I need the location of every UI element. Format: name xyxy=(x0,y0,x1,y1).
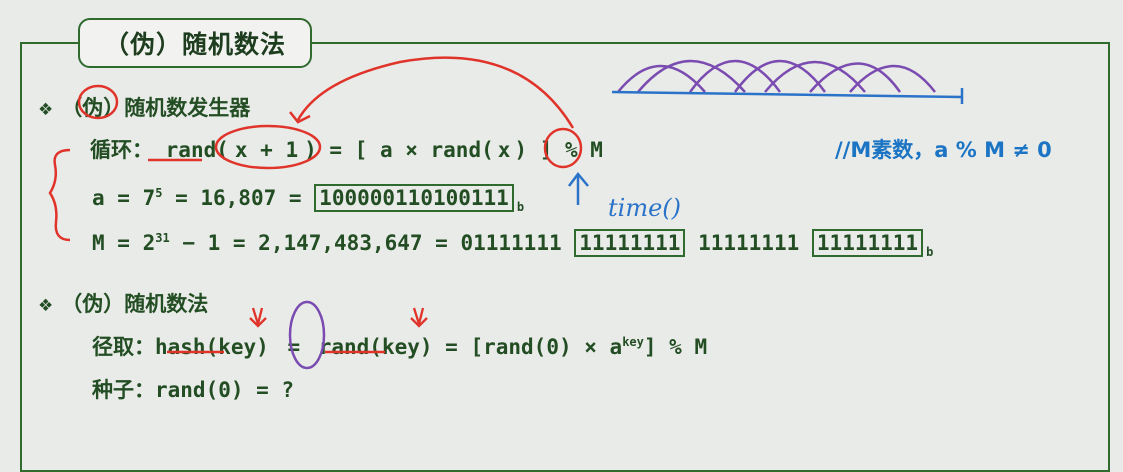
seed-row: 种子：rand(0) = ? xyxy=(92,374,294,404)
seed-label: 种子： xyxy=(92,378,155,402)
slide-title: （伪）随机数法 xyxy=(78,18,312,68)
loop-formula-row: 循环： rand(x + 1) = [ a × rand(x) ] % M xyxy=(90,134,603,164)
purple-ellipse-equals xyxy=(288,300,326,370)
m-byte-3: 11111111 xyxy=(698,231,800,255)
red-arrow-head xyxy=(289,111,311,124)
hash-key: hash(key) xyxy=(155,335,269,359)
seed-formula: rand(0) = ? xyxy=(155,378,295,402)
red-down-arrow-2 xyxy=(410,307,428,328)
loop-formula-x: x xyxy=(497,138,511,162)
blue-baseline xyxy=(611,90,963,99)
m-byte-1: 01111111 xyxy=(460,231,562,255)
take-label: 径取： xyxy=(92,335,155,359)
m-byte-2-box: 11111111 xyxy=(574,229,686,257)
bullet-icon-2: ❖ xyxy=(38,296,54,316)
loop-formula-arg: x + 1 xyxy=(234,138,299,162)
hash-formula-row: 径取：hash(key) = rand(key) = [rand(0) × ak… xyxy=(92,331,707,361)
m-exponent: 31 xyxy=(155,231,170,245)
bullet-icon: ❖ xyxy=(38,100,54,120)
section2-heading-row: ❖ （伪）随机数法 xyxy=(38,288,208,318)
a-binary-suffix: b xyxy=(516,200,525,214)
section1-heading-row: ❖ （伪）随机数发生器 xyxy=(38,92,250,122)
purple-arcs-sketch xyxy=(617,59,936,93)
annotation-layer xyxy=(48,56,964,370)
red-circle-x-plus-1 xyxy=(214,124,322,170)
hash-formula-rest: = [rand(0) × a xyxy=(432,335,623,359)
red-brace xyxy=(48,148,71,242)
prime-comment: //M素数，a % M ≠ 0 xyxy=(835,138,1052,162)
hash-formula-mod: ] % M xyxy=(643,335,708,359)
m-prefix: M = 2 xyxy=(92,231,156,255)
loop-formula-middle: ) = [ a × rand( xyxy=(304,138,494,162)
m-value-row: M = 231 − 1 = 2,147,483,647 = 01111111 1… xyxy=(92,229,933,259)
m-byte-4-box: 11111111 xyxy=(811,229,924,257)
key-exponent: key xyxy=(622,335,644,349)
a-binary-box: 100000110100111 xyxy=(314,184,514,212)
red-circle-x xyxy=(543,127,583,169)
red-down-arrow-1 xyxy=(249,307,267,328)
a-decimal: = 16,807 = xyxy=(162,186,315,210)
red-circle-wei xyxy=(77,84,119,120)
loop-formula-end: ) ] % M xyxy=(514,138,603,162)
m-decimal: − 1 = 2,147,483,647 = xyxy=(169,231,461,255)
a-exponent: 5 xyxy=(155,186,163,200)
red-arrow-arc xyxy=(296,56,575,129)
a-prefix: a = 7 xyxy=(92,186,156,210)
rand-key: rand(key) xyxy=(318,335,433,359)
blue-arrow-head xyxy=(568,171,589,187)
loop-label: 循环： xyxy=(90,138,153,162)
section1-heading: （伪）随机数发生器 xyxy=(61,96,251,120)
time-annotation: time() xyxy=(608,194,682,222)
section2-heading: （伪）随机数法 xyxy=(61,292,209,316)
m-binary-suffix: b xyxy=(926,245,934,259)
